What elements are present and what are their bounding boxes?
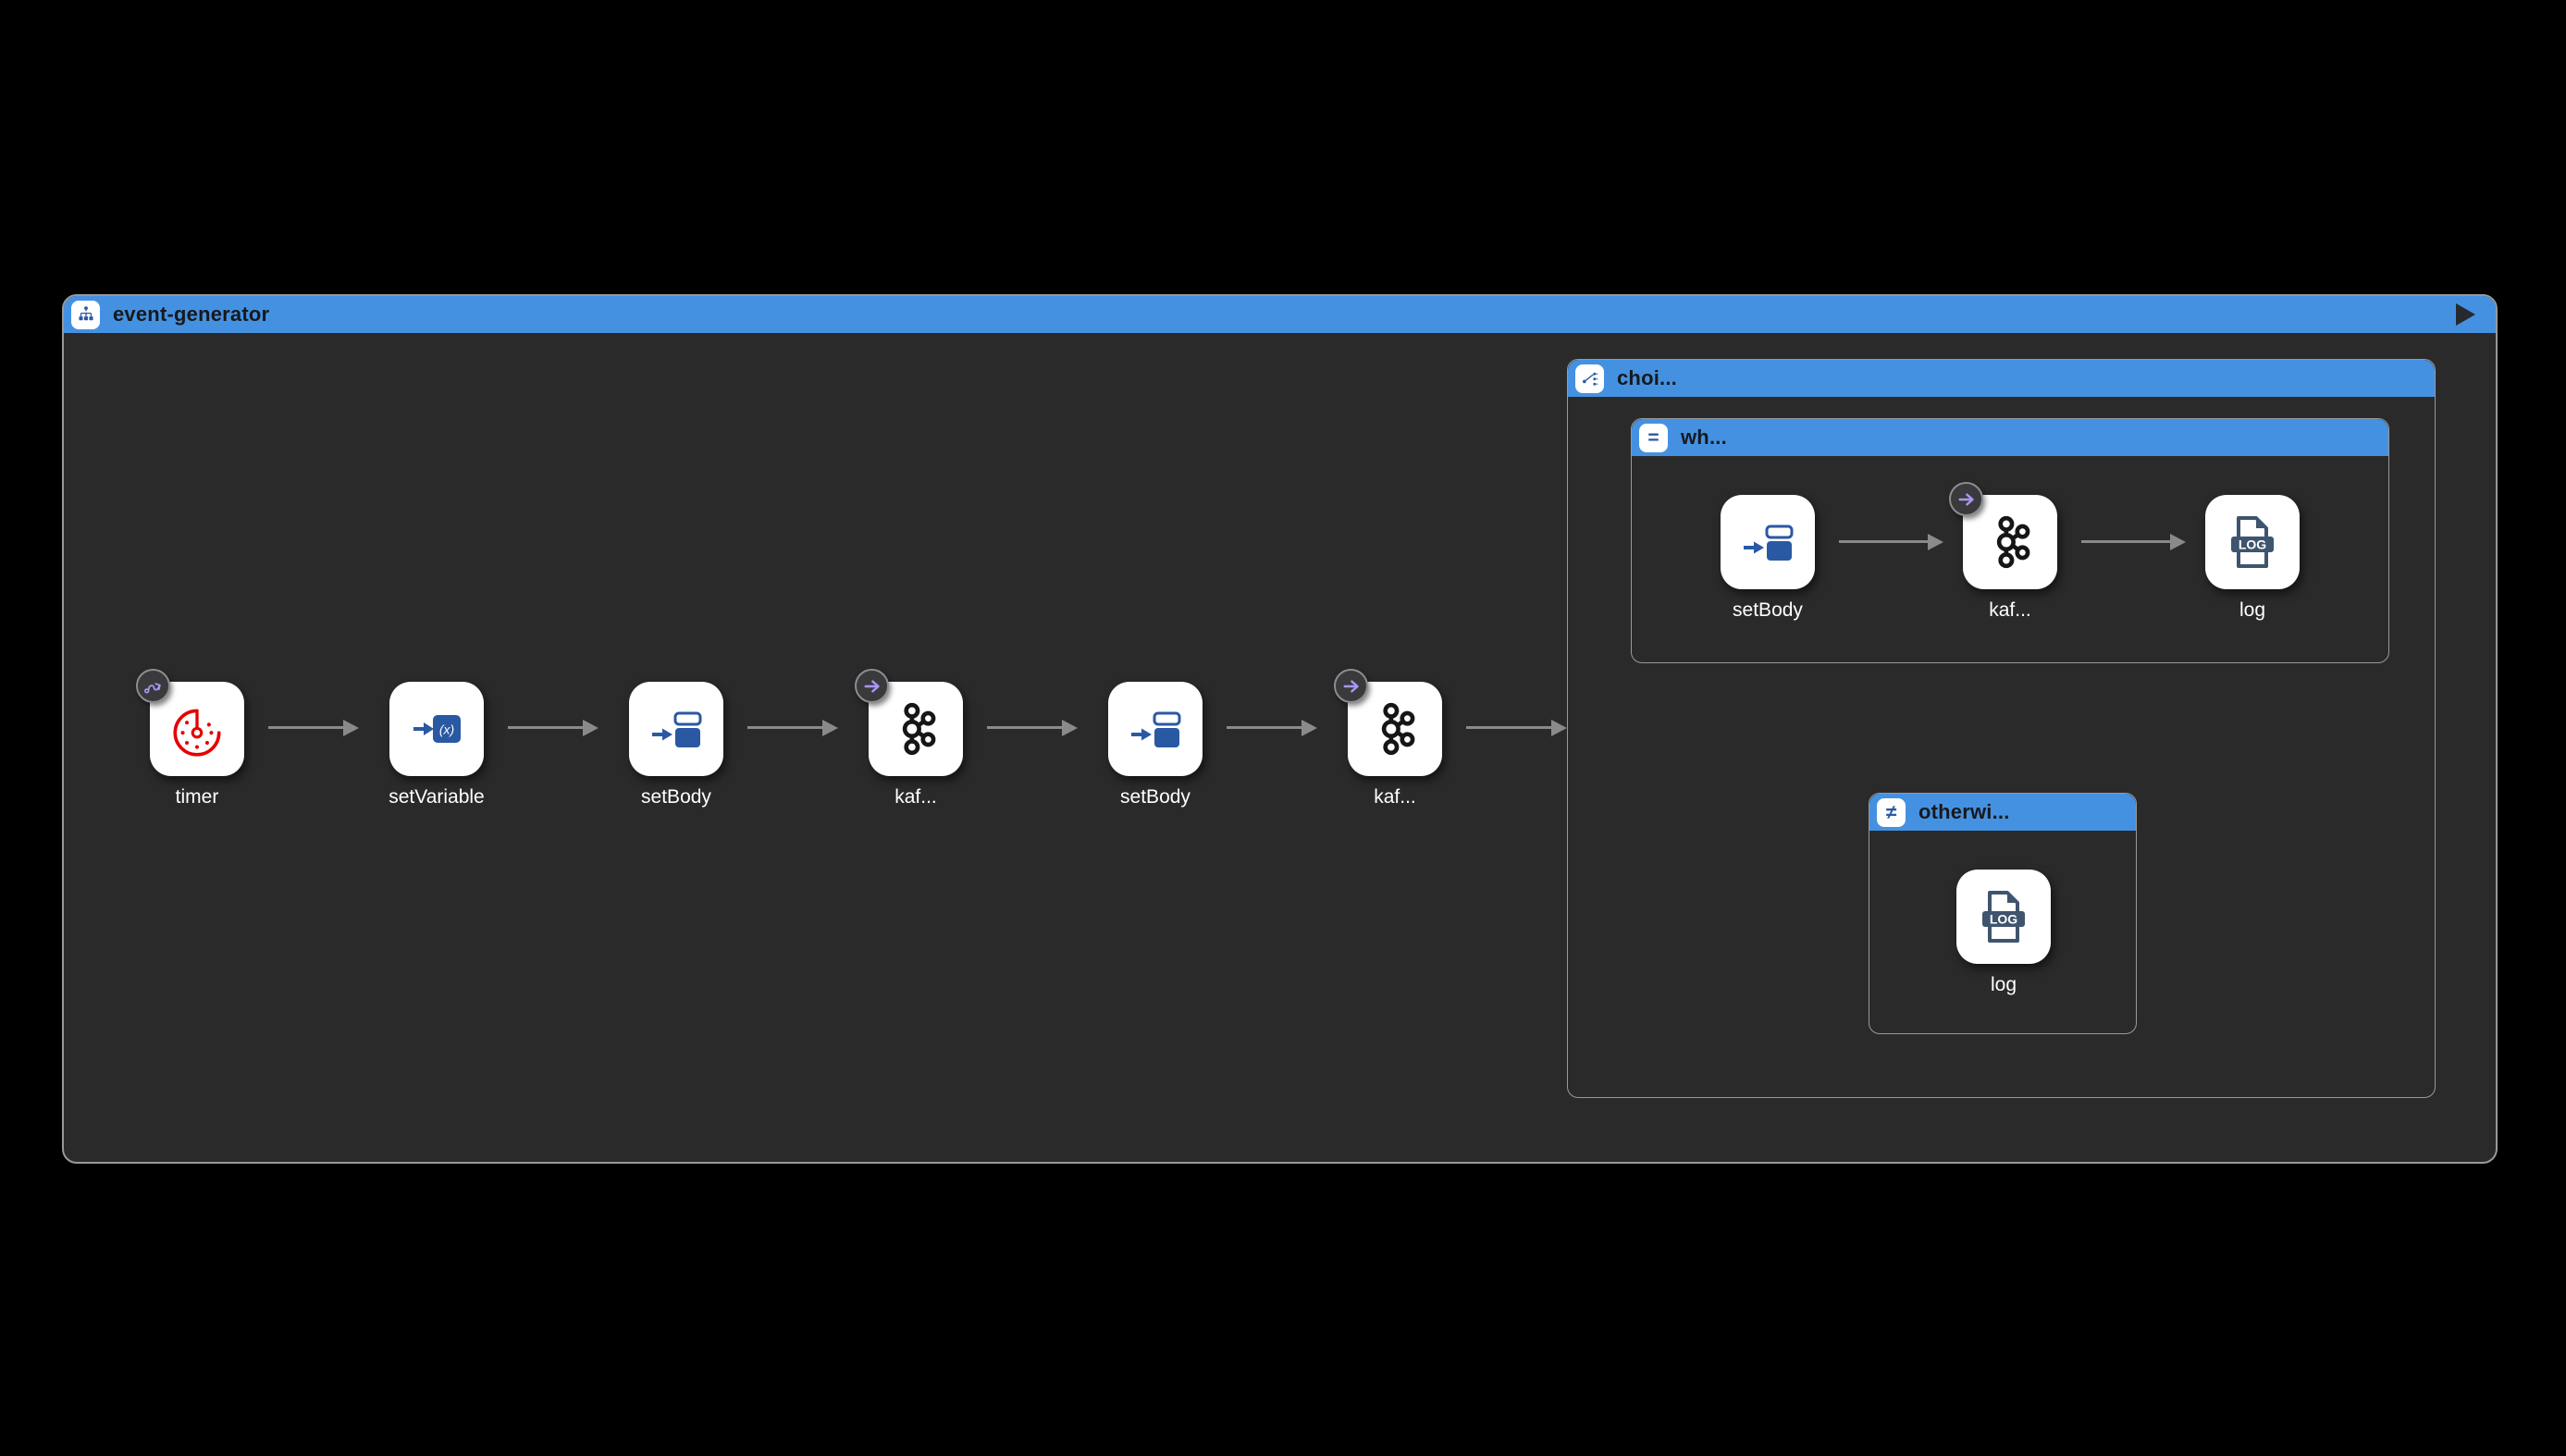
set-body-icon	[1131, 711, 1181, 747]
node-label: setBody	[641, 786, 711, 808]
node-label: kaf...	[1374, 786, 1416, 808]
kafka-icon	[902, 702, 936, 756]
choice-branch-icon	[1575, 364, 1604, 393]
play-icon[interactable]	[2456, 303, 2475, 326]
node-label: log	[1990, 974, 2017, 995]
setvariable-node-box[interactable]: (x)	[389, 682, 484, 776]
flow-arrow	[1839, 540, 1928, 543]
equals-icon: =	[1639, 423, 1668, 452]
node-timer: timer	[136, 669, 244, 808]
timer-clock-icon	[173, 709, 221, 757]
produce-arrow-badge	[855, 669, 889, 703]
route-header[interactable]: event-generator	[64, 296, 2496, 333]
kafka-icon	[1381, 702, 1415, 756]
node-kafka-when: kaf...	[1949, 482, 2057, 621]
node-label: timer	[175, 786, 219, 808]
choice-header[interactable]: choi...	[1568, 360, 2435, 397]
produce-arrow-badge	[1334, 669, 1368, 703]
not-equals-icon: ≠	[1877, 797, 1906, 827]
arrow-right-icon	[1957, 493, 1974, 505]
produce-arrow-badge	[1949, 482, 1983, 516]
when-title: wh...	[1681, 426, 1727, 449]
otherwise-header[interactable]: ≠ otherwi...	[1869, 794, 2136, 831]
node-log-otherwise: LOG log	[1956, 870, 2051, 995]
kafka-node-box[interactable]	[1348, 682, 1442, 776]
flow-arrow	[508, 726, 583, 729]
node-setbody: setBody	[629, 682, 723, 808]
node-log-when: LOG log	[2205, 495, 2300, 621]
svg-text:LOG: LOG	[2239, 537, 2266, 552]
log-file-icon: LOG	[2231, 516, 2274, 568]
node-label: kaf...	[1989, 599, 2031, 621]
set-body-icon	[652, 711, 702, 747]
choice-title: choi...	[1617, 366, 1677, 389]
flow-arrow	[268, 726, 343, 729]
flow-arrow-into-choice	[1466, 726, 1551, 729]
route-start-badge	[136, 669, 170, 703]
when-header[interactable]: = wh...	[1632, 419, 2388, 456]
node-label: log	[2239, 599, 2266, 621]
kafka-icon	[1996, 515, 2030, 569]
flow-arrow	[2081, 540, 2170, 543]
arrow-right-icon	[1342, 680, 1359, 692]
route-title: event-generator	[113, 302, 270, 326]
flow-arrow	[1227, 726, 1302, 729]
route-tree-icon	[71, 300, 100, 329]
node-label: kaf...	[894, 786, 937, 808]
flow-arrow	[747, 726, 822, 729]
node-setbody: setBody	[1108, 682, 1203, 808]
setbody-node-box[interactable]	[629, 682, 723, 776]
flow-arrow	[987, 726, 1062, 729]
set-variable-icon: (x)	[413, 715, 461, 743]
otherwise-title: otherwi...	[1918, 800, 2010, 823]
node-kafka: kaf...	[1334, 669, 1442, 808]
svg-text:(x): (x)	[439, 722, 454, 737]
node-kafka: kaf...	[855, 669, 963, 808]
node-label: setBody	[1120, 786, 1190, 808]
log-node-box[interactable]: LOG	[2205, 495, 2300, 589]
svg-text:LOG: LOG	[1990, 912, 2017, 927]
node-label: setBody	[1733, 599, 1803, 621]
log-file-icon: LOG	[1982, 891, 2025, 943]
route-start-arrow-icon	[143, 682, 161, 694]
node-setvariable: (x) setVariable	[389, 682, 485, 808]
setbody-node-box[interactable]	[1108, 682, 1203, 776]
log-node-box[interactable]: LOG	[1956, 870, 2051, 964]
arrow-right-icon	[863, 680, 880, 692]
node-label: setVariable	[389, 786, 485, 808]
setbody-node-box[interactable]	[1721, 495, 1815, 589]
node-setbody-when: setBody	[1721, 495, 1815, 621]
set-body-icon	[1744, 524, 1794, 561]
